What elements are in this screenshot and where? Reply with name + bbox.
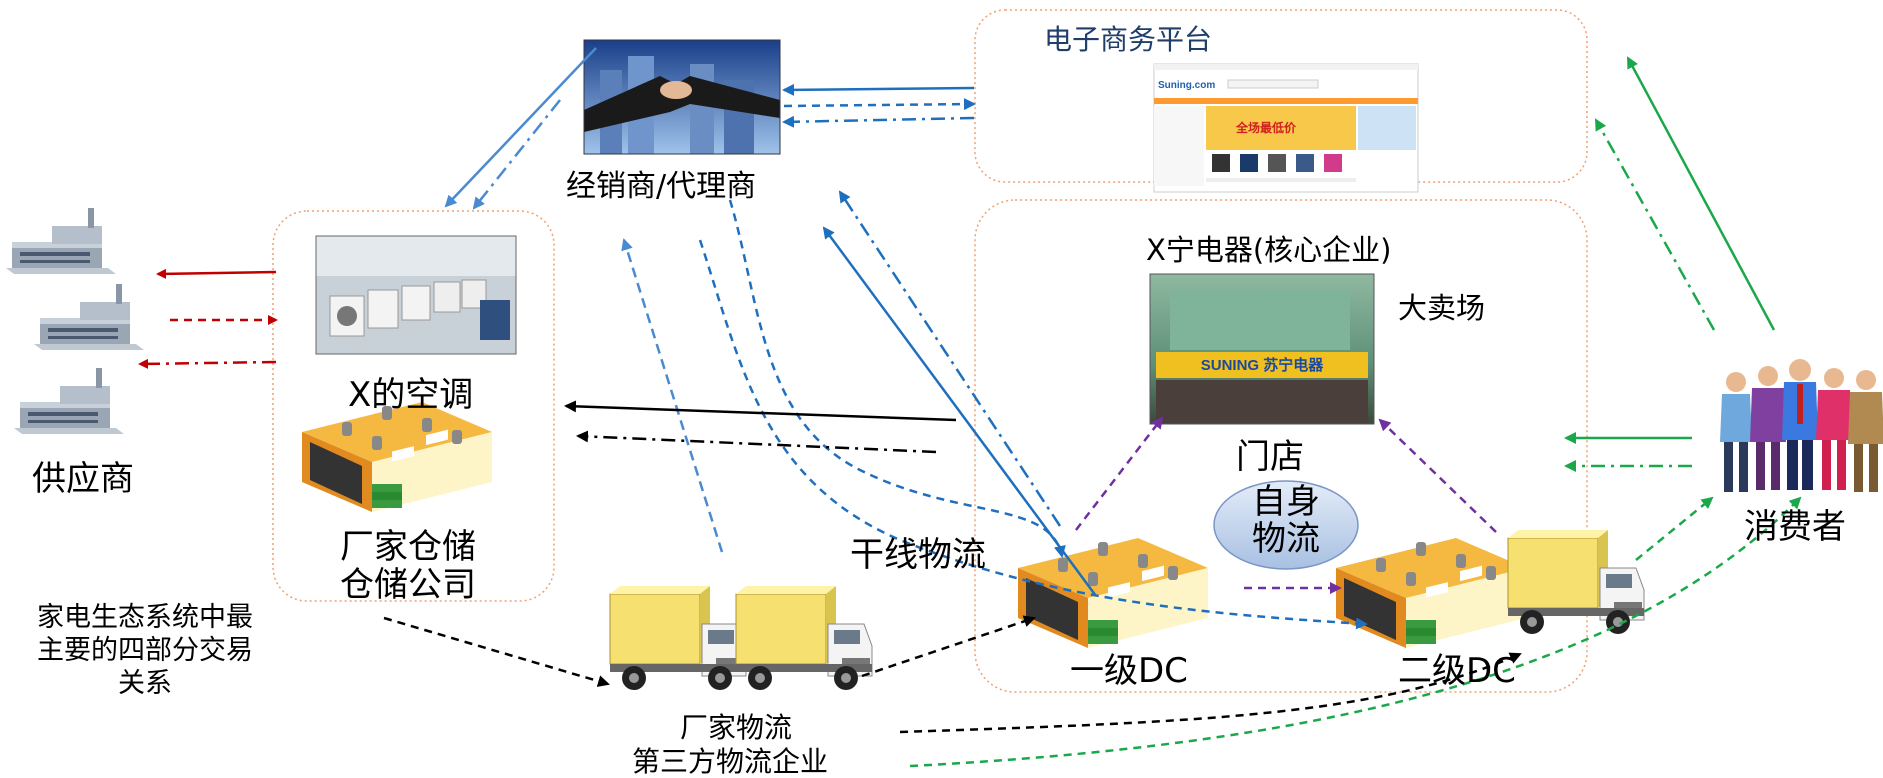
handshake-image: [583, 39, 781, 155]
warehouse-icon: [302, 402, 492, 512]
supplier-label: 供应商: [32, 459, 134, 499]
dealer-label: 经销商/代理商: [566, 169, 757, 204]
storage-to-logistics-arrow: [383, 616, 610, 687]
consumer-label: 消费者: [1744, 507, 1846, 547]
retailer-to-factory-info-arrow: [576, 430, 937, 454]
dc1-to-store-arrow: [1075, 416, 1164, 531]
third-party-logistics-label: 第三方物流企业: [632, 745, 829, 778]
self-logistics-label: 自身 物流: [1252, 482, 1320, 560]
dc2-to-store-arrow: [1378, 418, 1497, 533]
factory-icon: [34, 284, 144, 350]
store-label: 门店: [1236, 437, 1304, 477]
factory-icon: [6, 208, 116, 274]
consumer-to-platform-info-arrow: [1594, 118, 1716, 331]
dc-to-dealer-arrow: [822, 226, 1098, 597]
dealer-to-platform-arrow: [783, 98, 976, 111]
dealer-to-factory-arrow: [444, 47, 597, 208]
truck-icon: [735, 585, 873, 691]
platform-to-dealer-info-arrow: [782, 115, 975, 128]
dealer-to-dc2-arrow: [698, 239, 1368, 630]
storage-company-label: 仓储公司: [340, 565, 476, 605]
website-image: Suning.com 全场最低价: [1153, 63, 1419, 193]
truck-icon: [609, 585, 747, 691]
platform-to-dealer-arrow: [782, 83, 975, 96]
manufacturer-box: [272, 210, 555, 602]
retailer-to-factory-arrow: [564, 400, 957, 422]
self-logistics-bubble: [1213, 480, 1359, 570]
production-line-image: [315, 235, 517, 355]
diagram-caption: 家电生态系统中最 主要的四部分交易 关系: [37, 602, 253, 699]
warehouse-icon: [1336, 538, 1526, 648]
dealer-to-factory-info-arrow: [472, 99, 561, 210]
logistics-to-dc-arrow: [861, 615, 1036, 678]
ecommerce-box: [974, 9, 1588, 183]
factory-storage-label: 厂家仓储: [340, 527, 476, 567]
dealer-to-dc-arrow: [728, 199, 1066, 558]
consumers-group-icon: [1720, 359, 1883, 492]
store-building-image: SUNING 苏宁电器: [1149, 273, 1375, 425]
consumer-to-platform-arrow: [1626, 56, 1776, 331]
store-sign: SUNING 苏宁电器: [1201, 356, 1325, 374]
svg-text:Suning.com: Suning.com: [1158, 80, 1215, 91]
payment-arrow: [156, 268, 277, 279]
ecommerce-platform-label: 电子商务平台: [1044, 23, 1213, 56]
dc-to-dealer-info-arrow: [838, 190, 1062, 527]
truck-icon: [1507, 529, 1645, 635]
dc-level2-label: 二级DC: [1398, 651, 1516, 691]
dc2-to-consumer-arrow: [1635, 496, 1714, 561]
x-aircon-label: X的空调: [348, 375, 474, 415]
retailer-box: [974, 199, 1588, 693]
hypermarket-label: 大卖场: [1398, 291, 1486, 325]
factory-icon: [14, 368, 124, 434]
dc-level1-label: 一级DC: [1070, 651, 1188, 691]
core-enterprise-label: X宁电器(核心企业): [1146, 233, 1392, 267]
warehouse-icon: [1018, 538, 1208, 648]
trunk-logistics-label: 干线物流: [850, 535, 986, 575]
logistics-to-dc2-arrow: [899, 652, 1522, 734]
factory-logistics-label: 厂家物流: [680, 711, 793, 744]
logistics-to-dealer-arrow: [621, 238, 724, 553]
info-arrow: [138, 358, 277, 369]
svg-text:全场最低价: 全场最低价: [1235, 120, 1297, 135]
